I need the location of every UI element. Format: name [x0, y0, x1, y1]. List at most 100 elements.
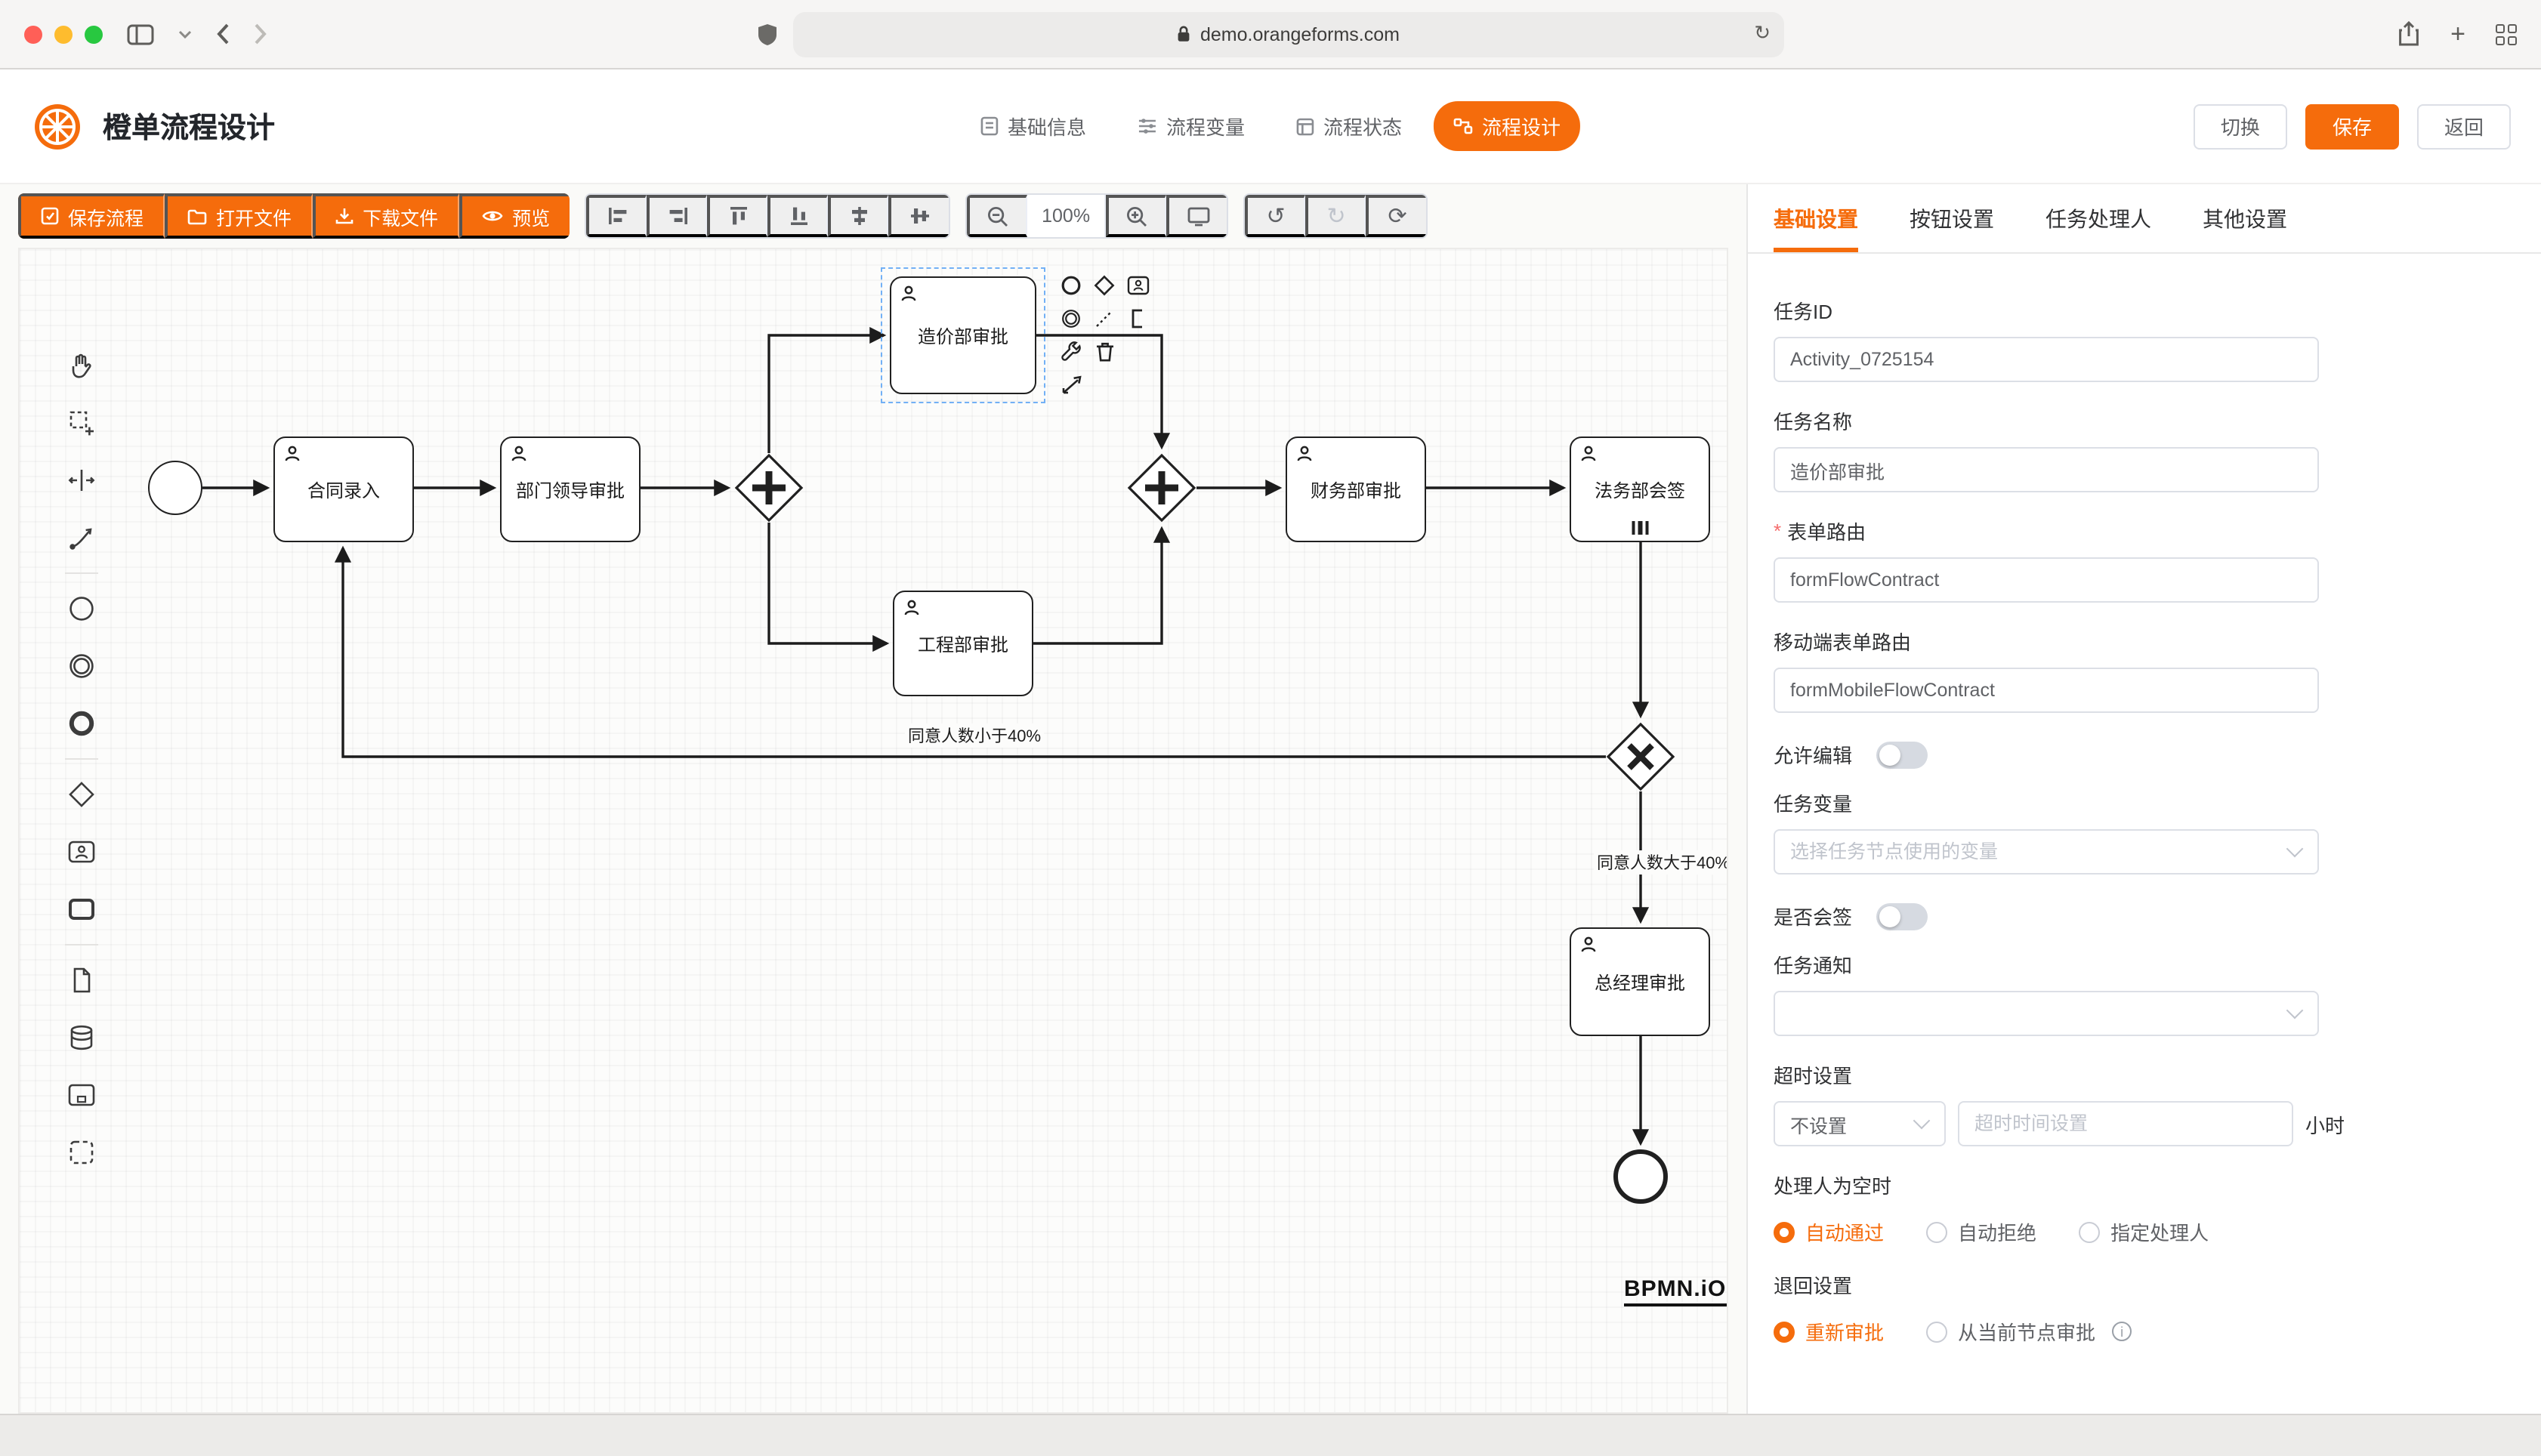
save-flow-button[interactable]: 保存流程	[18, 193, 165, 239]
task-name-input[interactable]	[1774, 447, 2319, 492]
countersign-toggle[interactable]	[1876, 902, 1928, 930]
end-event-tool-icon[interactable]	[59, 701, 104, 746]
undo-icon[interactable]: ↺	[1245, 195, 1306, 237]
edge-label-less-than-40[interactable]: 同意人数小于40%	[905, 723, 1045, 748]
align-bottom-icon[interactable]	[767, 195, 829, 237]
task-legal-dept-countersign[interactable]: 法务部会签	[1570, 436, 1710, 542]
back-button[interactable]	[216, 23, 230, 45]
align-center-vertical-icon[interactable]	[888, 195, 949, 237]
share-icon[interactable]	[2397, 21, 2420, 47]
change-type-wrench-icon[interactable]	[1059, 340, 1083, 364]
tab-basic-info[interactable]: 基础信息	[961, 101, 1106, 151]
document-tool-icon[interactable]	[59, 958, 104, 1003]
group-tool-icon[interactable]	[59, 1130, 104, 1175]
append-end-event-icon[interactable]	[1059, 273, 1083, 298]
form-route-input[interactable]	[1774, 557, 2319, 603]
radio-re-approve[interactable]: 重新审批	[1774, 1317, 1884, 1346]
datastore-tool-icon[interactable]	[59, 1015, 104, 1060]
exclusive-gateway[interactable]	[1606, 722, 1675, 791]
global-connect-tool-icon[interactable]	[59, 515, 104, 560]
end-event[interactable]	[1613, 1149, 1668, 1204]
align-top-icon[interactable]	[707, 195, 768, 237]
radio-auto-approve[interactable]: 自动通过	[1774, 1217, 1884, 1246]
sidebar-chevron-icon[interactable]	[178, 29, 192, 39]
tab-button-settings[interactable]: 按钮设置	[1910, 206, 1994, 230]
space-tool-icon[interactable]	[59, 458, 104, 503]
download-file-button[interactable]: 下载文件	[313, 193, 460, 239]
append-gateway-icon[interactable]	[1092, 273, 1116, 298]
task-variable-input[interactable]	[1774, 829, 2319, 875]
text-annotation-icon[interactable]	[1125, 307, 1150, 331]
tab-other-settings[interactable]: 其他设置	[2203, 206, 2287, 230]
tab-basic-settings[interactable]: 基础设置	[1774, 184, 1858, 252]
task-cost-dept-approval[interactable]: 造价部审批	[890, 276, 1036, 394]
task-notify-input[interactable]	[1774, 991, 2319, 1036]
reset-icon[interactable]: ⟳	[1366, 195, 1427, 237]
subprocess-tool-icon[interactable]	[59, 1072, 104, 1118]
start-event[interactable]	[148, 461, 202, 515]
back-to-list-button[interactable]: 返回	[2416, 103, 2511, 149]
intermediate-event-tool-icon[interactable]	[59, 643, 104, 689]
zoom-in-icon[interactable]	[1106, 195, 1167, 237]
task-variable-select[interactable]	[1774, 829, 2319, 875]
forward-button[interactable]	[254, 23, 267, 45]
address-bar[interactable]: demo.orangeforms.com ↻	[793, 11, 1784, 57]
align-right-icon[interactable]	[647, 195, 708, 237]
task-notify-select[interactable]	[1774, 991, 2319, 1036]
call-activity-tool-icon[interactable]	[59, 887, 104, 932]
align-center-horizontal-icon[interactable]	[828, 195, 889, 237]
task-id-input[interactable]	[1774, 337, 2319, 382]
gateway-tool-icon[interactable]	[59, 772, 104, 817]
bpmn-canvas[interactable]: 合同录入 部门领导审批 造价部审批	[18, 248, 1728, 1414]
connect-arrow-icon[interactable]	[1059, 373, 1083, 397]
reload-icon[interactable]: ↻	[1754, 20, 1771, 43]
task-general-manager-approval[interactable]: 总经理审批	[1570, 927, 1710, 1036]
text-annotation-connector-icon[interactable]	[1092, 307, 1116, 331]
user-task-tool-icon[interactable]	[59, 829, 104, 875]
open-file-button[interactable]: 打开文件	[165, 193, 313, 239]
timeout-duration-input[interactable]	[1958, 1101, 2293, 1146]
privacy-shield-icon[interactable]	[757, 22, 778, 46]
sidebar-toggle-icon[interactable]	[127, 23, 154, 45]
tab-flow-design[interactable]: 流程设计	[1434, 101, 1581, 151]
zoom-out-icon[interactable]	[967, 195, 1028, 237]
parallel-gateway-join[interactable]	[1127, 453, 1196, 523]
radio-assign-handler[interactable]: 指定处理人	[2079, 1217, 2209, 1246]
timeout-mode-select[interactable]: 不设置	[1774, 1101, 1946, 1146]
flow-edges-layer[interactable]	[20, 249, 1728, 1414]
new-tab-icon[interactable]: +	[2450, 20, 2465, 48]
allow-edit-toggle[interactable]	[1876, 741, 1928, 768]
task-contract-entry[interactable]: 合同录入	[273, 436, 414, 542]
hand-tool-icon[interactable]	[59, 343, 104, 388]
radio-auto-reject[interactable]: 自动拒绝	[1926, 1217, 2036, 1246]
delete-trash-icon[interactable]	[1092, 340, 1116, 364]
start-event-tool-icon[interactable]	[59, 586, 104, 631]
preview-button[interactable]: 预览	[459, 193, 570, 239]
tab-flow-status[interactable]: 流程状态	[1277, 101, 1422, 151]
append-intermediate-event-icon[interactable]	[1059, 307, 1083, 331]
close-button[interactable]	[24, 25, 42, 43]
minimize-button[interactable]	[54, 25, 73, 43]
timeout-unit-label: 小时	[2305, 1114, 2345, 1137]
variables-icon	[1138, 118, 1157, 134]
fullscreen-button[interactable]	[85, 25, 103, 43]
mobile-form-route-input[interactable]	[1774, 668, 2319, 713]
task-engineering-dept-approval[interactable]: 工程部审批	[893, 591, 1033, 696]
zoom-level[interactable]: 100%	[1027, 195, 1107, 237]
switch-button[interactable]: 切换	[2193, 103, 2287, 149]
tab-overview-icon[interactable]	[2496, 23, 2517, 45]
redo-icon[interactable]: ↻	[1305, 195, 1366, 237]
save-button[interactable]: 保存	[2305, 103, 2399, 149]
align-left-icon[interactable]	[586, 195, 647, 237]
task-finance-dept-approval[interactable]: 财务部审批	[1286, 436, 1426, 542]
parallel-gateway-split[interactable]	[734, 453, 804, 523]
edge-label-greater-than-40[interactable]: 同意人数大于40%	[1594, 850, 1727, 875]
info-icon[interactable]: i	[2112, 1322, 2132, 1341]
append-user-task-icon[interactable]	[1125, 273, 1150, 298]
lasso-tool-icon[interactable]	[59, 400, 104, 446]
tab-task-handler[interactable]: 任务处理人	[2045, 206, 2151, 230]
zoom-fit-icon[interactable]	[1166, 195, 1227, 237]
tab-flow-variables[interactable]: 流程变量	[1118, 101, 1264, 151]
task-dept-leader-approval[interactable]: 部门领导审批	[500, 436, 641, 542]
